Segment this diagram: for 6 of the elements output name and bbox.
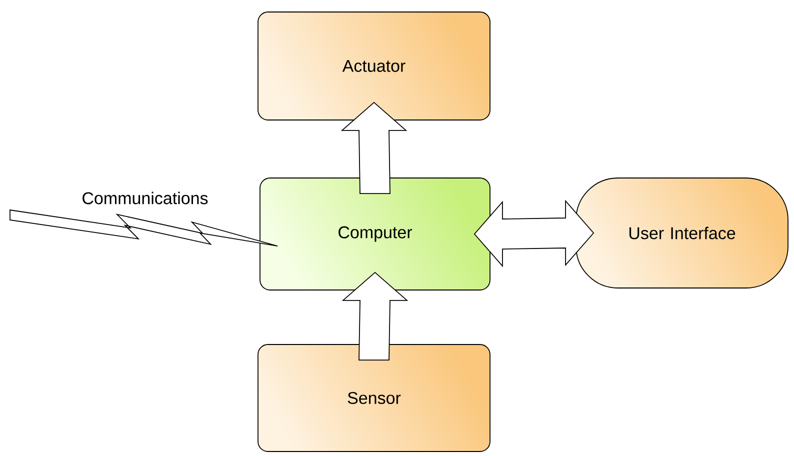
block-arrow [340,102,408,194]
block-arrow [474,200,594,268]
block-arrow [342,272,408,360]
edge-label: Communications [82,192,208,204]
process-box: Sensor [258,344,490,452]
process-box: Actuator [258,12,490,120]
